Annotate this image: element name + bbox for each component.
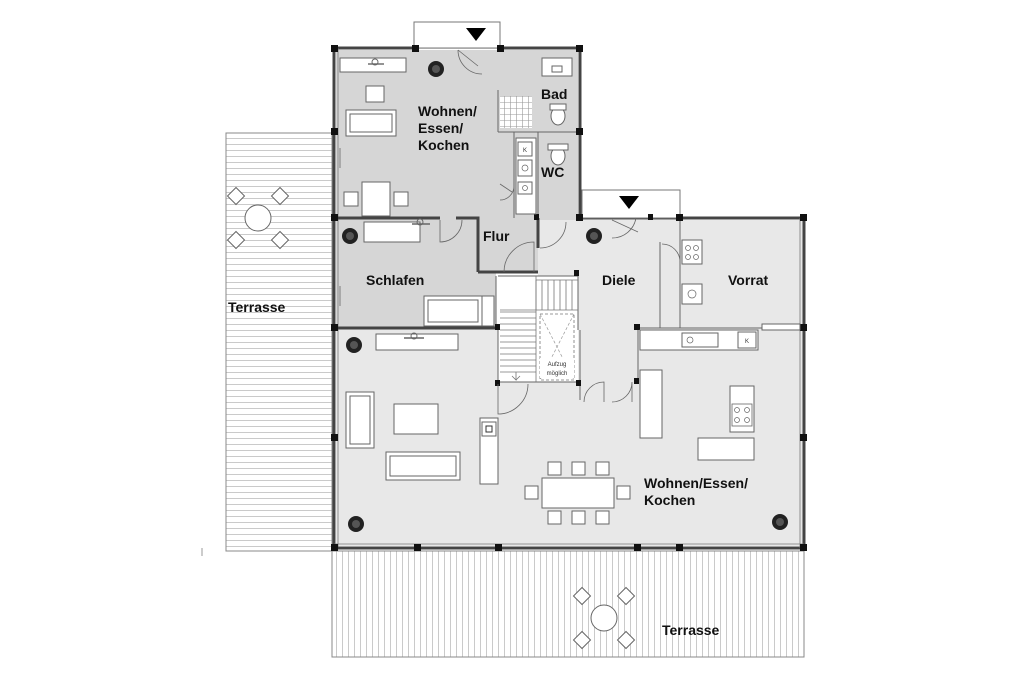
terrace-bottom <box>331 550 805 658</box>
room-label-schlafen: Schlafen <box>366 272 424 288</box>
elevator-label-1: Aufzug <box>548 362 567 368</box>
doors <box>339 49 681 415</box>
plant-icon <box>348 516 364 532</box>
room-label-vorrat: Vorrat <box>728 272 769 288</box>
room-vorrat <box>680 220 804 328</box>
room-label-flur: Flur <box>483 228 510 244</box>
patio-table-icon <box>226 186 290 250</box>
plant-icon <box>428 61 444 77</box>
upper-entrance-canopy <box>413 21 501 49</box>
room-label-terrasse-left: Terrasse <box>228 299 286 315</box>
patio-table-icon <box>572 586 636 650</box>
fridge-mark-upper: K <box>523 148 527 154</box>
room-flur <box>478 220 538 272</box>
fridge-mark-lower: K <box>745 339 749 345</box>
plant-icon <box>346 337 362 353</box>
furniture-lower: K <box>345 239 801 525</box>
room-label-main-living-2: Kochen <box>644 492 695 508</box>
room-label-diele: Diele <box>602 272 636 288</box>
staircase-steps <box>500 276 578 382</box>
room-label-upper-living-3: Kochen <box>418 137 469 153</box>
plant-icon <box>342 228 358 244</box>
lower-entrance-canopy <box>581 189 681 219</box>
room-label-upper-living-2: Essen/ <box>418 120 463 136</box>
room-label-wc: WC <box>541 164 564 180</box>
room-label-bad: Bad <box>541 86 567 102</box>
room-label-upper-living-1: Wohnen/ <box>418 103 477 119</box>
pillars <box>331 45 807 551</box>
plant-icon <box>586 228 602 244</box>
entrance-arrow-icon <box>619 196 639 209</box>
furniture-upper: K <box>339 57 573 327</box>
room-label-terrasse-bottom: Terrasse <box>662 622 720 638</box>
plant-icon <box>772 514 788 530</box>
elevator-shaft: Aufzug möglich <box>539 313 575 381</box>
room-label-main-living-1: Wohnen/Essen/ <box>644 475 748 491</box>
bath-tiles <box>500 96 532 128</box>
entrance-arrow-icon <box>466 28 486 41</box>
elevator-label-2: möglich <box>547 371 568 377</box>
